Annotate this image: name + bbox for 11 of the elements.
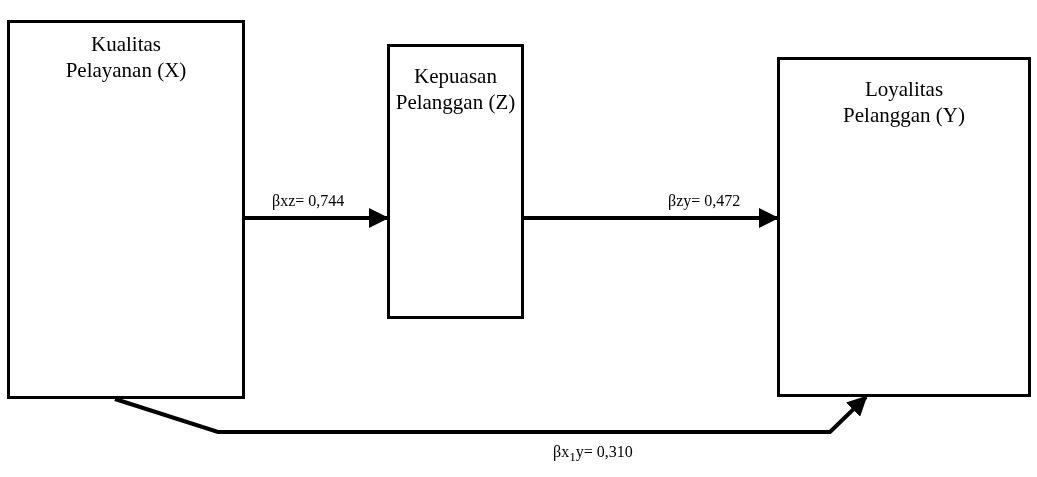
box-label: Kualitas Pelayanan (X) [64, 31, 188, 84]
variable-box [777, 57, 1031, 397]
arrow [245, 208, 389, 228]
arrow [524, 208, 779, 228]
variable-box [7, 20, 245, 399]
arrow [114, 395, 868, 434]
box-label: Kepuasan Pelanggan (Z) [394, 63, 517, 116]
box-label: Loyalitas Pelanggan (Y) [842, 76, 966, 129]
variable-box [387, 44, 524, 319]
edge-label: βzy= 0,472 [668, 192, 741, 210]
edge-label: βxz= 0,744 [272, 192, 345, 210]
